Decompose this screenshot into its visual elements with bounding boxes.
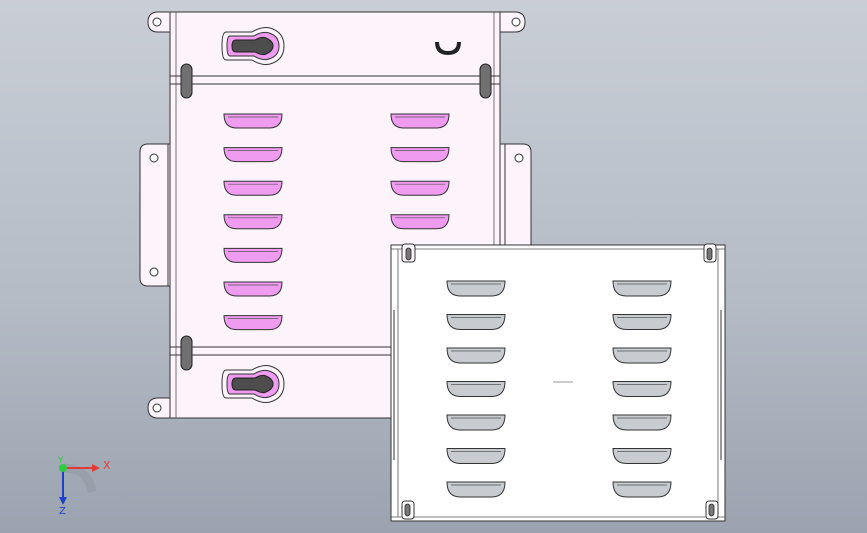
front-plate-part[interactable] bbox=[390, 243, 726, 522]
vent-louver bbox=[390, 113, 450, 129]
vent-louver bbox=[612, 314, 672, 330]
keyhole-slot-bottom bbox=[221, 365, 285, 403]
axis-z-label: Z bbox=[59, 506, 66, 517]
vent-louver bbox=[223, 147, 283, 163]
vent-louver bbox=[223, 180, 283, 196]
vent-louver bbox=[390, 180, 450, 196]
back-plate-vents bbox=[223, 113, 450, 331]
vent-louver bbox=[446, 347, 506, 364]
vent-louver bbox=[612, 448, 672, 464]
vent-louver bbox=[223, 113, 283, 129]
vent-louver bbox=[446, 381, 506, 397]
vent-louver bbox=[612, 414, 672, 431]
vent-louver bbox=[223, 214, 283, 230]
vent-louver bbox=[612, 347, 672, 364]
vent-louver bbox=[223, 315, 283, 331]
vent-louver bbox=[446, 448, 506, 464]
vent-louver bbox=[390, 147, 450, 163]
vent-louver bbox=[223, 281, 283, 297]
vent-louver bbox=[446, 414, 506, 431]
orientation-triad: X Y Z bbox=[57, 456, 111, 517]
front-plate-vents bbox=[446, 280, 672, 498]
axis-y-label: Y bbox=[57, 456, 64, 466]
vent-louver bbox=[612, 481, 672, 498]
vent-louver bbox=[612, 280, 672, 297]
keyhole-slot-top bbox=[221, 27, 285, 65]
vent-louver bbox=[446, 481, 506, 498]
vent-louver bbox=[446, 314, 506, 330]
back-plate-part[interactable] bbox=[139, 11, 532, 419]
vent-louver bbox=[223, 247, 283, 263]
vent-louver bbox=[390, 214, 450, 230]
axis-x-label: X bbox=[103, 459, 111, 472]
vent-louver bbox=[446, 280, 506, 297]
vent-louver bbox=[612, 381, 672, 397]
